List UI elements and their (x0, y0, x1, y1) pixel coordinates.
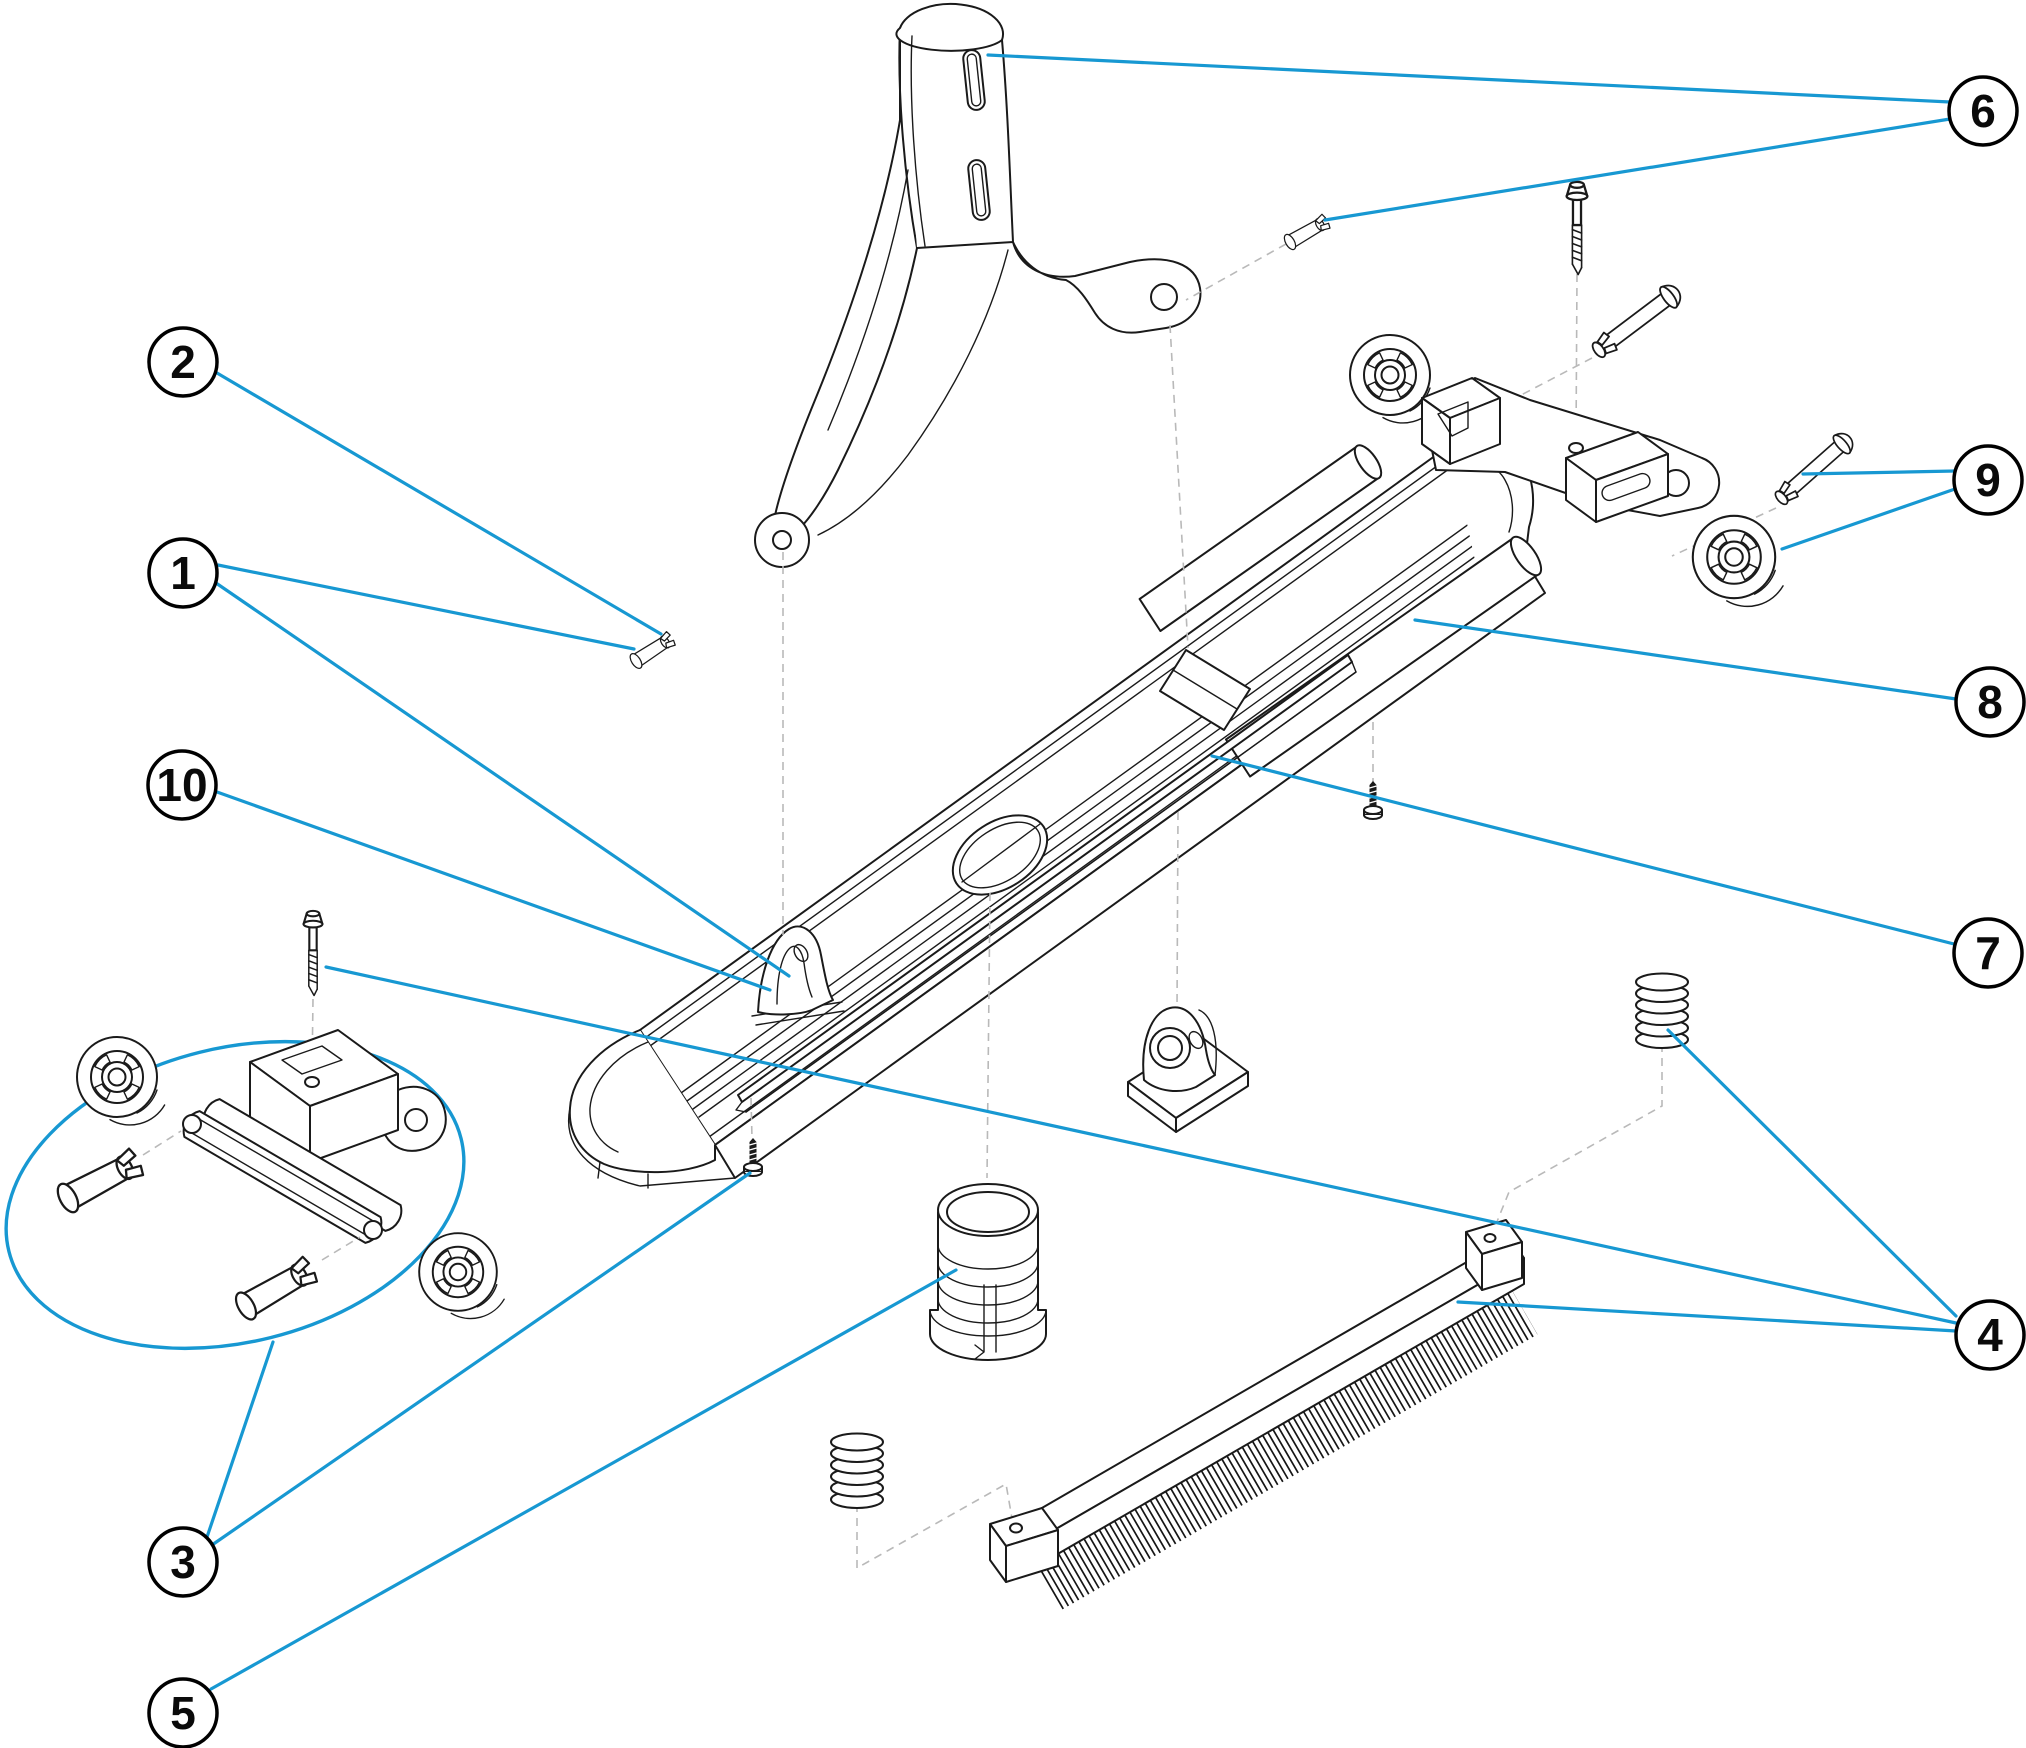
wheel-assembly-detail (4, 1029, 506, 1351)
detail-pin-lower (230, 1254, 321, 1324)
detail-ellipse (4, 1039, 466, 1351)
rocker-arm-assembly-right (1349, 180, 1859, 608)
leader-10 (215, 790, 772, 992)
leader-6-pin (1323, 117, 1952, 222)
cam-latch (751, 925, 845, 1026)
long-mount-screw (302, 909, 324, 997)
leader-1-latch (214, 581, 791, 978)
leader-2 (215, 371, 663, 636)
balloon-2[interactable]: 2 (147, 326, 219, 398)
leader-3-assembly (205, 1340, 275, 1539)
rocker-shoe-right (1565, 431, 1669, 523)
blade-bar (735, 654, 1357, 1113)
detail-wheel-left (76, 1036, 166, 1126)
balloon-3-number: 3 (170, 1536, 196, 1588)
brush-bristles (1035, 1287, 1538, 1610)
balloon-10[interactable]: 10 (146, 749, 218, 821)
rocker-shoe-left (1421, 377, 1501, 465)
detail-link-arm (182, 1098, 403, 1244)
brush-end-block-left (989, 1507, 1059, 1583)
push-pin-front (627, 630, 678, 672)
balloon-3[interactable]: 3 (147, 1526, 219, 1598)
balloon-7-number: 7 (1975, 927, 2001, 979)
balloon-7[interactable]: 7 (1952, 917, 2024, 989)
balloon-6[interactable]: 6 (1947, 75, 2019, 147)
leader-4-spring (1666, 1028, 1958, 1318)
balloon-9[interactable]: 9 (1952, 444, 2024, 516)
balloon-9-number: 9 (1975, 454, 2001, 506)
balloon-10-number: 10 (156, 759, 207, 811)
leader-1-pin (216, 563, 636, 651)
balloon-6-number: 6 (1970, 85, 1996, 137)
balloon-1-number: 1 (170, 547, 196, 599)
detail-mount-block (249, 1029, 447, 1163)
leader-6-fork (986, 53, 1952, 104)
brush-end-block-right (1465, 1219, 1523, 1291)
callout-balloons: 2 1 10 3 5 6 9 8 (146, 75, 2026, 1748)
spring-right (1635, 972, 1689, 1049)
fork-tab-hole (1150, 283, 1178, 311)
pivot-support-bracket (1127, 1006, 1249, 1133)
hose-adapter-cylinder (929, 1183, 1047, 1361)
balloon-5-number: 5 (170, 1687, 196, 1739)
fork-body (899, 2, 1202, 334)
fork-left-arm (773, 27, 918, 529)
handle-fork-bracket (754, 2, 1202, 568)
body-left-end (568, 1029, 716, 1174)
detail-pin-upper (52, 1145, 147, 1217)
leader-9-bolt (1801, 469, 1957, 476)
balloon-8[interactable]: 8 (1954, 666, 2026, 738)
body-oval-hole (951, 814, 1049, 896)
balloon-4[interactable]: 4 (1954, 1299, 2026, 1371)
balloon-2-number: 2 (170, 336, 196, 388)
brush-bar-front (1048, 1257, 1525, 1560)
leader-3-screw (210, 1171, 752, 1547)
brush-strip (989, 1219, 1538, 1610)
fork-slot-lower (967, 159, 991, 221)
leader-5 (209, 1268, 958, 1691)
axle-bolt-upper (1586, 279, 1687, 364)
leader-7 (1210, 754, 1956, 946)
brush-bar-top (1034, 1236, 1525, 1534)
main-body (568, 436, 1546, 1189)
balloon-1[interactable]: 1 (147, 537, 219, 609)
body-rect-cutout (1159, 649, 1251, 731)
detail-wheel-right (418, 1232, 506, 1320)
balloon-5[interactable]: 5 (147, 1677, 219, 1748)
fork-slot-upper (962, 49, 986, 111)
leader-8 (1413, 618, 1958, 701)
handle-tube-pair (1138, 444, 1543, 778)
leader-4-screw (324, 965, 1958, 1325)
roller-wheel-lower (1691, 514, 1785, 608)
leader-9-roller (1780, 487, 1957, 551)
balloon-8-number: 8 (1977, 676, 2003, 728)
leader-4-brush (1456, 1300, 1958, 1333)
axle-bolt-lower (1769, 427, 1859, 511)
leader-lines (205, 53, 1958, 1691)
spring-left (830, 1432, 884, 1509)
balloon-4-number: 4 (1977, 1309, 2003, 1361)
rocker-mount-screw (1565, 180, 1589, 276)
